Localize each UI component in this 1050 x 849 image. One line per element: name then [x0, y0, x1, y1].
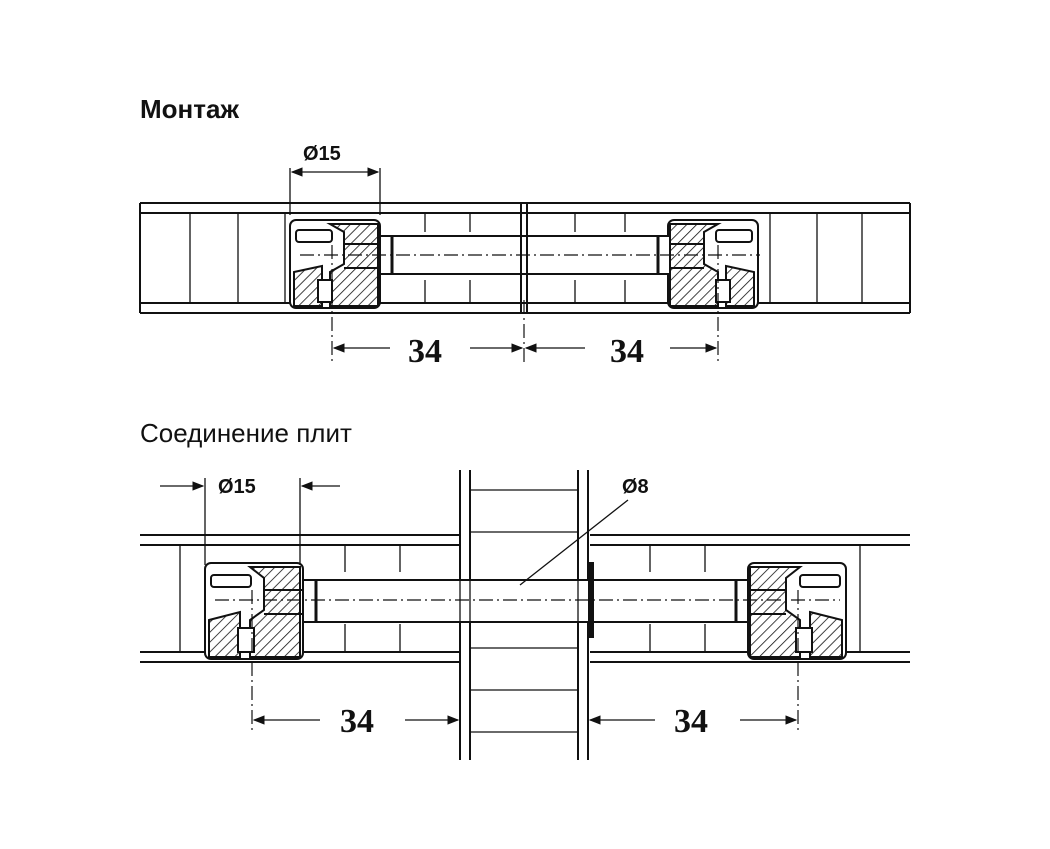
section-panel-joining: Соединение плит: [140, 418, 910, 760]
mounting-left-distance: 34: [408, 333, 442, 370]
joining-dim-diameter: Ø15: [160, 476, 340, 565]
mounting-dim-diameter: Ø15: [289, 143, 381, 215]
section-title-mounting: Монтаж: [140, 94, 239, 124]
mounting-panels: [139, 202, 911, 314]
joining-right-fitting: [747, 562, 847, 660]
joining-diameter-label: Ø15: [218, 476, 256, 498]
mounting-right-fitting: [667, 219, 759, 309]
mounting-right-distance: 34: [610, 333, 644, 370]
mounting-dim-distances: 34 34: [331, 245, 719, 370]
mounting-rod: [300, 232, 760, 278]
joining-left-fitting: [204, 562, 304, 660]
joining-left-distance: 34: [340, 703, 374, 740]
joining-dim-distances: 34 34: [251, 590, 799, 740]
section-mounting: Монтаж: [139, 94, 911, 370]
mounting-left-fitting: [289, 219, 381, 309]
joining-right-distance: 34: [674, 703, 708, 740]
joining-rod: [215, 562, 840, 638]
mounting-diameter-label: Ø15: [303, 143, 341, 165]
section-title-panel-joining: Соединение плит: [140, 418, 352, 448]
joining-rod-diameter-label: Ø8: [622, 476, 649, 498]
joining-dim-rod-diameter: Ø8: [519, 476, 649, 586]
rod-collar: [588, 562, 594, 638]
